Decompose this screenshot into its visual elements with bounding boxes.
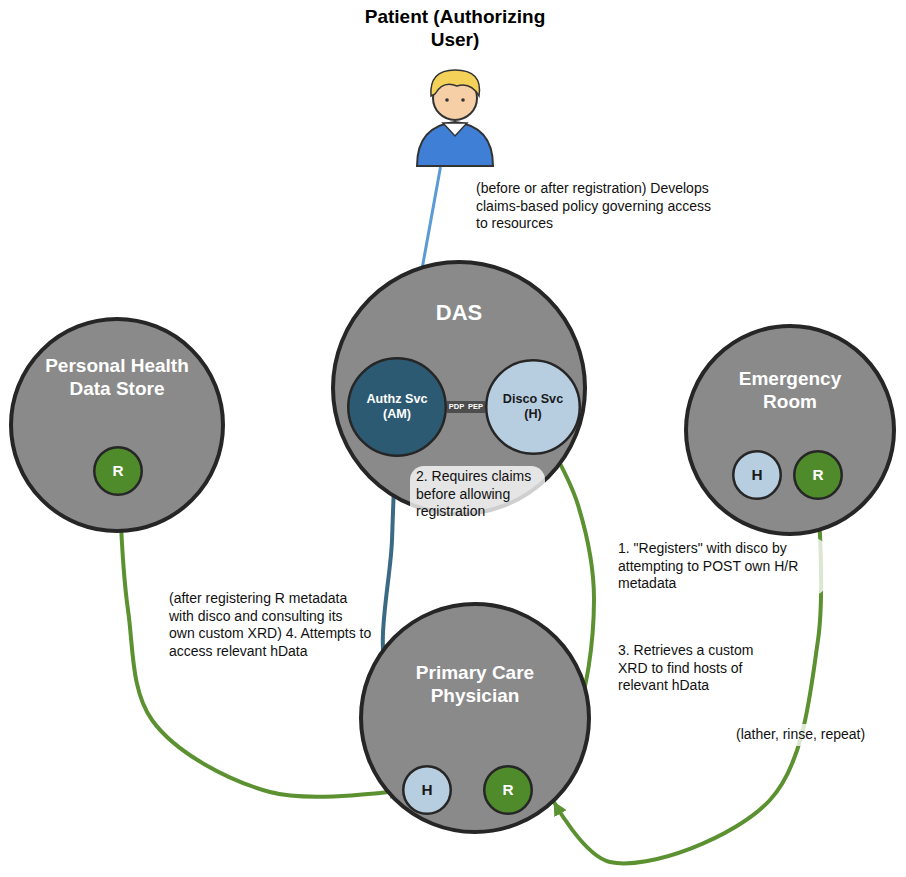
text-holder: Patient (Authorizing User) [345, 6, 565, 52]
host-circle: H [402, 765, 452, 815]
edge-label: (lather, rinse, repeat) [730, 724, 885, 746]
circle-outline [9, 317, 225, 533]
person-icon [395, 56, 515, 168]
circle-shape [686, 326, 894, 534]
text-holder: Primary Care Physician [400, 662, 550, 708]
edge-label: (after registering R metadata with disco… [163, 588, 378, 662]
resource-circle: R [793, 450, 843, 500]
interface-bar [447, 401, 485, 414]
circle-shape [348, 358, 446, 456]
node-label: R [502, 781, 513, 799]
text-holder: H [402, 765, 452, 815]
circle-outline [684, 324, 896, 536]
service-circle: Disco Svc (H) [485, 359, 581, 455]
text-holder: R [483, 765, 533, 815]
service-circle: Authz Svc (AM) [347, 357, 447, 457]
node-title: Personal Health Data Store [42, 355, 192, 401]
node-title: Emergency Room [715, 368, 865, 414]
node-label: H [421, 781, 432, 799]
text-holder: DAS [409, 300, 509, 326]
person-eye [461, 98, 465, 102]
circle-shape [794, 451, 842, 499]
person-collar [443, 123, 467, 136]
circle-shape [403, 766, 451, 814]
text-holder: Emergency Room [715, 368, 865, 414]
system-circle: Personal Health Data StoreR [9, 317, 225, 533]
resource-circle: R [93, 446, 143, 496]
circle-outline [359, 602, 591, 834]
circle-shape [733, 451, 781, 499]
circle-shape [484, 766, 532, 814]
host-circle: H [732, 450, 782, 500]
text-holder: Personal Health Data Store [42, 355, 192, 401]
circle-shape [486, 360, 580, 454]
person-body [417, 122, 493, 166]
edge-label: 2. Requires claims before allowing regis… [410, 466, 545, 523]
node-label: Authz Svc (AM) [361, 392, 433, 422]
node-label: H [751, 466, 762, 484]
circle-shape [361, 604, 589, 832]
person-eye [445, 98, 449, 102]
actor-figure: Patient (Authorizing User) [345, 6, 565, 168]
text-holder: R [793, 450, 843, 500]
flow-arrow [120, 496, 402, 797]
interface-label: PDP [447, 401, 466, 413]
text-holder: Authz Svc (AM) [347, 357, 447, 457]
node-label: R [112, 462, 123, 480]
system-circle: Primary Care PhysicianH R [359, 602, 591, 834]
circle-shape [11, 319, 223, 531]
node-label: R [812, 466, 823, 484]
edge-label: 1. "Registers" with disco by attempting … [612, 538, 827, 595]
text-holder: H [732, 450, 782, 500]
circle-shape [94, 447, 142, 495]
text-holder: R [93, 446, 143, 496]
interface-label: PEP [466, 401, 485, 413]
step-note: 3. Retrieves a custom XRD to find hosts … [612, 640, 772, 697]
edge-label: (before or after registration) Develops … [470, 178, 720, 235]
node-title: Patient (Authorizing User) [345, 6, 565, 52]
text-holder: Disco Svc (H) [485, 359, 581, 455]
system-circle: Emergency RoomH R [684, 324, 896, 536]
person-hair [431, 70, 480, 96]
resource-circle: R [483, 765, 533, 815]
node-title: DAS [409, 300, 509, 326]
node-title: Primary Care Physician [400, 662, 550, 708]
node-label: Disco Svc (H) [499, 392, 567, 422]
